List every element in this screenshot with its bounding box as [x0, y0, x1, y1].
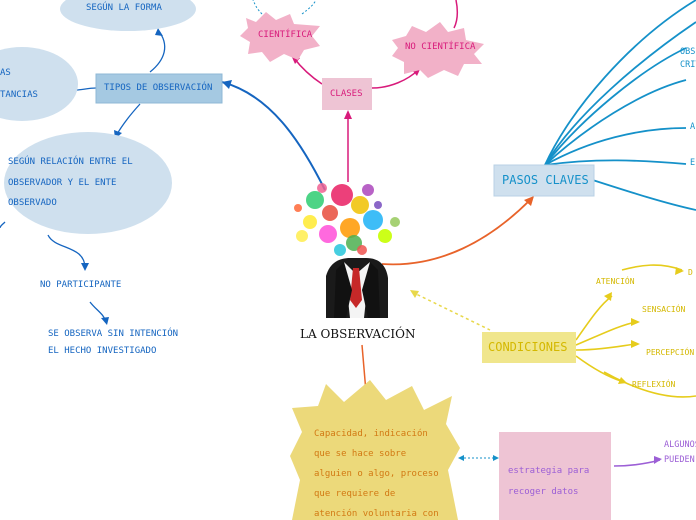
- connector-relacion-left: [0, 221, 6, 229]
- label-partial-e: E: [690, 158, 696, 168]
- label-capacidad-5: atención voluntaria con: [314, 509, 439, 519]
- node-condiciones-box[interactable]: [482, 332, 576, 363]
- connector-cientifica-dotted-right: [301, 0, 317, 15]
- label-capacidad-4: que requiere de: [314, 489, 396, 499]
- connector-estrategia-right: [613, 459, 661, 467]
- suit-lapel-right: [362, 262, 380, 318]
- label-atencion: ATENCIÓN: [596, 277, 635, 286]
- label-partial-obs: OBS: [680, 47, 696, 57]
- label-sensacion: SENSACIÓN: [642, 305, 686, 314]
- label-condiciones: CONDICIONES: [488, 340, 568, 354]
- connector-clases-cientifica: [293, 57, 323, 85]
- label-left-partial-1: AS: [0, 68, 11, 78]
- label-cientifica: CIENTÍFICA: [258, 30, 313, 40]
- node-segun-relacion-bubble[interactable]: [4, 132, 172, 234]
- node-left-bubble[interactable]: [0, 47, 78, 121]
- label-reflexion: REFLEXIÓN: [632, 380, 676, 389]
- node-tipos-box[interactable]: [95, 73, 223, 104]
- label-segun-relacion-1: SEGÚN RELACIÓN ENTRE EL: [8, 157, 133, 167]
- label-partial-pueden: PUEDEN: [664, 455, 695, 465]
- connector-tipos-forma: [149, 29, 166, 73]
- label-partial-crit: CRIT: [680, 60, 696, 70]
- arrowhead: [458, 455, 464, 461]
- label-capacidad-3: alguien o algo, proceso: [314, 469, 439, 479]
- connector-central-tipos: [221, 81, 326, 191]
- label-no-participante[interactable]: NO PARTICIPANTE: [40, 280, 122, 290]
- label-pasos-claves: PASOS CLAVES: [502, 173, 589, 187]
- arrowhead: [618, 377, 627, 384]
- label-segun-relacion-2: OBSERVADOR Y EL ENTE: [8, 178, 117, 188]
- arrowhead: [675, 267, 684, 275]
- arrowhead: [493, 455, 499, 461]
- connector-central-condiciones: [411, 291, 491, 331]
- node-nocientifica-star[interactable]: [392, 22, 484, 78]
- label-capacidad-1: Capacidad, indicación: [314, 429, 428, 439]
- arrowhead: [81, 263, 89, 271]
- node-segun-forma-bubble[interactable]: [60, 0, 196, 31]
- arrowhead: [604, 292, 612, 301]
- condiciones-branches: [575, 264, 696, 398]
- label-estrategia-1: estrategia para: [508, 466, 590, 476]
- paint-splash-head: [294, 183, 400, 256]
- label-partial-algunos: ALGUNOS: [664, 440, 696, 450]
- label-partial-d: D: [688, 268, 693, 277]
- label-clases: CLASES: [330, 89, 363, 99]
- connector-central-pasos: [381, 199, 531, 266]
- label-no-cientifica: NO CIENTÍFICA: [405, 42, 476, 52]
- arrowhead: [155, 28, 163, 36]
- suit-lapel-left: [334, 262, 352, 318]
- arrowhead: [654, 456, 662, 464]
- connector-relacion-noparticipante: [47, 234, 86, 269]
- label-capacidad-2: que se hace sobre: [314, 449, 407, 459]
- node-estrategia-box[interactable]: [499, 432, 611, 520]
- label-se-observa-2: EL HECHO INVESTIGADO: [48, 346, 157, 356]
- node-pasos-box[interactable]: [493, 164, 595, 197]
- label-la-observacion: LA OBSERVACIÓN: [300, 327, 416, 341]
- arrowhead: [631, 318, 640, 326]
- arrowhead: [222, 80, 232, 89]
- label-left-partial-2: TANCIAS: [0, 90, 38, 100]
- tie: [350, 268, 362, 308]
- central-figure[interactable]: [326, 258, 388, 318]
- node-clases-box[interactable]: [322, 78, 372, 110]
- label-partial-a: A: [690, 122, 696, 132]
- arrowhead: [631, 340, 640, 348]
- connector-tipos-relacion: [115, 103, 141, 137]
- arrowhead: [524, 196, 534, 206]
- arrowhead: [344, 110, 352, 119]
- arrowhead: [410, 290, 419, 298]
- node-cientifica-star[interactable]: [240, 12, 320, 62]
- label-segun-relacion-3: OBSERVADO: [8, 198, 57, 208]
- label-segun-forma: SEGÚN LA FORMA: [86, 3, 162, 13]
- connector-clases-nocientifica: [371, 69, 419, 89]
- label-percepcion: PERCEPCIÓN: [646, 348, 695, 357]
- connector-tipos-left: [75, 87, 97, 91]
- label-tipos-observacion: TIPOS DE OBSERVACIÓN: [104, 83, 213, 93]
- label-estrategia-2: recoger datos: [508, 487, 579, 497]
- node-capacidad-star[interactable]: [290, 380, 460, 520]
- label-se-observa-1: SE OBSERVA SIN INTENCIÓN: [48, 329, 179, 339]
- arrowhead: [101, 317, 109, 325]
- connector-nocientifica-up: [453, 0, 459, 29]
- connector-cientifica-dotted-left: [252, 0, 263, 15]
